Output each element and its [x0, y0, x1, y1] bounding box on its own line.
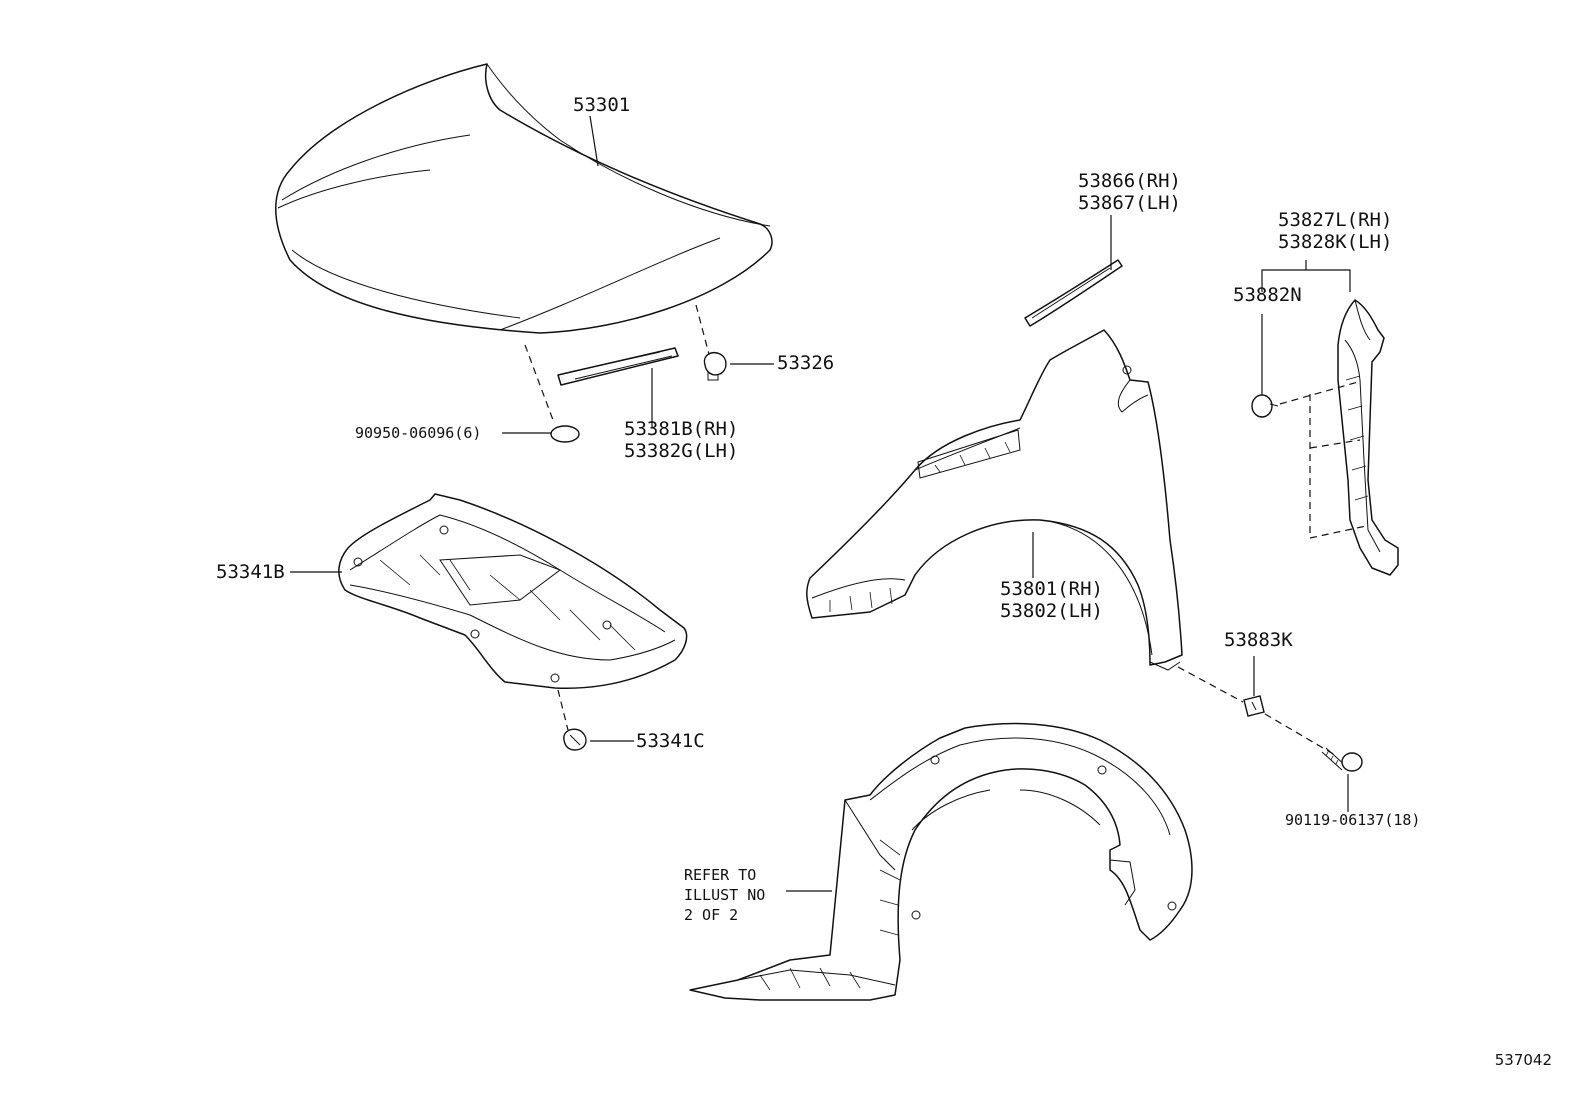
label-fender-rh: 53801(RH)	[1000, 578, 1103, 600]
fender-nut-dashline-a	[1177, 666, 1244, 703]
protector-clip-drawing	[1251, 394, 1279, 418]
label-fender-protector: 53827L(RH) 53828K(LH)	[1278, 209, 1392, 253]
retainer-drawing	[550, 425, 580, 443]
label-hood-seal-rh: 53381B(RH)	[624, 418, 739, 440]
hood-insulator-drawing	[338, 493, 688, 690]
hood-cushion-dashline	[695, 304, 711, 359]
label-fender-protector-rh: 53827L(RH)	[1278, 209, 1393, 231]
fender-liner-drawing	[689, 722, 1193, 1001]
label-fender-protector-lh: 53828K(LH)	[1278, 231, 1393, 253]
label-retainer-hood: 90950-06096(6)	[355, 424, 482, 442]
label-hood-insulator: 53341B	[216, 561, 285, 583]
label-refer-line1: REFER TO	[684, 866, 757, 884]
fender-drawing	[806, 329, 1183, 671]
label-hood-cushion: 53326	[777, 352, 835, 374]
label-protector-clip: 53882N	[1233, 284, 1302, 306]
protector-dash-3	[1309, 439, 1361, 449]
fender-protector-drawing	[1337, 299, 1399, 576]
label-refer-note: REFER TO ILLUST NO 2 OF 2	[684, 865, 765, 925]
retainer-dashline	[524, 344, 554, 421]
hood-leader	[589, 115, 599, 167]
label-fender: 53801(RH) 53802(LH)	[1000, 578, 1103, 622]
hood-drawing	[275, 63, 773, 334]
label-insulator-clip: 53341C	[636, 730, 705, 752]
fender-seal-drawing	[1024, 259, 1123, 327]
protector-dash-4	[1309, 525, 1367, 539]
hood-cushion-drawing	[703, 351, 727, 381]
bolt-drawing	[1321, 747, 1363, 772]
diagram-number: 537042	[1494, 1051, 1552, 1069]
label-bolt: 90119-06137(18)	[1285, 811, 1421, 829]
insulator-clip-dashline	[557, 689, 569, 731]
label-hood-seal-lh: 53382G(LH)	[624, 440, 739, 462]
fender-nut-dashline-b	[1264, 713, 1336, 756]
label-hood-seal: 53381B(RH) 53382G(LH)	[624, 418, 738, 462]
label-refer-line2: ILLUST NO	[684, 886, 766, 904]
hood-seal-drawing	[557, 347, 679, 386]
label-refer-line3: 2 OF 2	[684, 906, 739, 924]
label-fender-seal-rh: 53866(RH)	[1078, 170, 1181, 192]
label-hood: 53301	[573, 94, 631, 116]
insulator-clip-drawing	[563, 728, 587, 751]
fender-nut-drawing	[1243, 695, 1265, 717]
label-fender-nut: 53883K	[1224, 629, 1293, 651]
protector-dash-1	[1279, 381, 1359, 405]
label-fender-seal: 53866(RH) 53867(LH)	[1078, 170, 1181, 214]
label-fender-lh: 53802(LH)	[1000, 600, 1103, 622]
label-fender-seal-lh: 53867(LH)	[1078, 192, 1181, 214]
